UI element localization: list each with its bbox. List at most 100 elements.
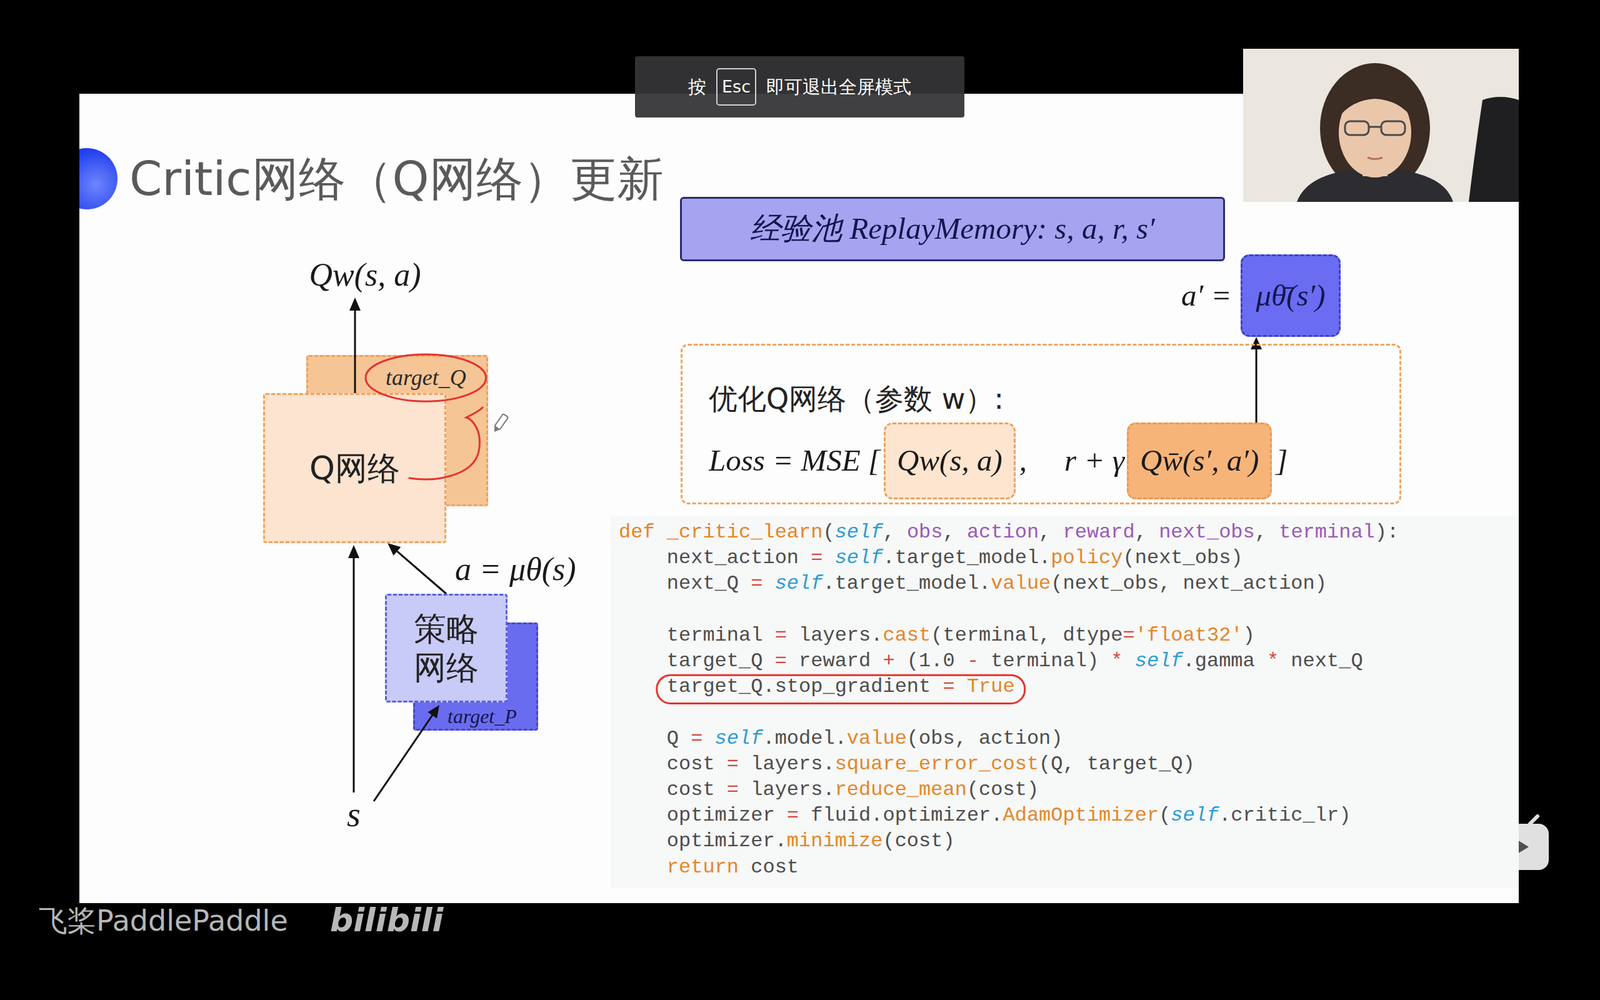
code-token: = xyxy=(726,778,739,802)
code-token: = xyxy=(942,675,955,699)
panel-text: 优化Q网络（参数 w）: xyxy=(708,381,1387,417)
code-token: * xyxy=(1110,649,1123,673)
connector xyxy=(1250,336,1262,423)
code-block: def _critic_learn(self, obs, action, rew… xyxy=(610,515,1519,889)
panel-text: , xyxy=(1019,442,1027,480)
arrow-head xyxy=(1250,336,1262,350)
code-line: terminal = layers.cast(terminal, dtype='… xyxy=(666,622,1255,649)
code-token: self xyxy=(715,726,764,750)
watermark-logo-wrap: bilibili xyxy=(330,900,444,940)
code-token: = xyxy=(810,546,823,570)
webcam-glasses-right xyxy=(1381,121,1405,135)
state-arrow-head xyxy=(348,545,360,559)
player-logo-ear xyxy=(1530,816,1538,824)
code-token: value xyxy=(846,726,907,750)
code-line: optimizer = fluid.optimizer.AdamOptimize… xyxy=(666,802,1352,829)
code-token: * xyxy=(1266,649,1279,673)
policy-network-box: 策略网络 xyxy=(385,593,508,703)
code-token: policy xyxy=(1050,546,1123,570)
webcam-view xyxy=(1243,48,1519,202)
title-bullet xyxy=(79,148,118,210)
panel-text: ] xyxy=(1275,442,1288,480)
panel-text: Loss = MSE [ xyxy=(708,442,880,480)
fullscreen-hint-bar: 按 即可退出全屏模式 Esc xyxy=(635,56,965,118)
code-token: reduce_mean xyxy=(835,778,967,802)
webcam-glasses-left xyxy=(1345,121,1369,135)
code-token: = xyxy=(775,623,787,647)
arrow-head xyxy=(387,543,401,556)
code-token: = xyxy=(750,571,763,595)
network-label: target_P xyxy=(447,705,517,728)
connector-line xyxy=(1255,349,1258,423)
connector-line xyxy=(396,551,447,594)
code-token: = xyxy=(1123,623,1135,647)
webcam-fringe xyxy=(1337,78,1414,120)
code-token: AdamOptimizer xyxy=(1002,803,1159,827)
replay-memory-box: 经验池 ReplayMemory: s, a, r, s′ xyxy=(680,196,1225,262)
edge-label: a = μθ(s) xyxy=(455,550,577,589)
code-token: obs xyxy=(906,520,944,544)
key-text: Esc xyxy=(721,76,751,97)
variable-label-wrap: s xyxy=(346,793,361,836)
code-line: return cost xyxy=(666,854,799,880)
pen-cursor-tip xyxy=(491,426,500,434)
math-label-wrap: a′ = xyxy=(1181,277,1232,315)
math-text: μθ̄(s′) xyxy=(1255,277,1325,315)
hint-text: 按 xyxy=(688,76,707,99)
code-token: square_error_cost xyxy=(835,752,1039,776)
connector xyxy=(387,543,447,594)
code-token: value xyxy=(990,571,1051,595)
target-action-box: μθ̄(s′) xyxy=(1240,254,1341,337)
code-token: self xyxy=(1135,649,1184,673)
webcam-glasses-bridge xyxy=(1368,126,1382,129)
webcam-mouth xyxy=(1367,157,1383,160)
code-token: _critic_learn xyxy=(666,520,824,544)
slide-title: Critic网络（Q网络）更新 xyxy=(129,150,664,207)
network-label: Q网络 xyxy=(309,448,400,488)
code-token: terminal xyxy=(1278,520,1375,544)
code-line: next_Q = self.target_model.value(next_ob… xyxy=(666,570,1327,597)
state-arrow-line xyxy=(353,557,355,793)
code-token: True xyxy=(966,675,1015,699)
code-line: def _critic_learn(self, obs, action, rew… xyxy=(618,519,1399,545)
code-token: 'float32' xyxy=(1135,623,1244,647)
code-token: action xyxy=(966,520,1039,544)
code-line: optimizer.minimize(cost) xyxy=(666,828,955,854)
title-wrap: Critic网络（Q网络）更新 xyxy=(129,150,664,207)
code-token: def xyxy=(618,520,655,544)
pen-cursor-body xyxy=(494,413,509,430)
panel-text: r + γ xyxy=(1064,442,1125,480)
code-token: = xyxy=(726,752,739,776)
code-token: cast xyxy=(882,623,931,647)
loss-panel: 优化Q网络（参数 w）: Loss = MSE [, r + γ] Qw(s, a) Q… xyxy=(680,343,1402,505)
code-line: target_Q.stop_gradient = True xyxy=(666,673,1015,700)
code-line: cost = layers.square_error_cost(Q, targe… xyxy=(666,751,1195,777)
code-line: next_action = self.target_model.policy(n… xyxy=(666,545,1244,571)
webcam-wall xyxy=(1243,48,1519,202)
watermark-wrap: 飞桨PaddlePaddle xyxy=(38,903,289,939)
code-token: minimize xyxy=(786,829,884,853)
hint-text: 即可退出全屏模式 xyxy=(766,76,912,99)
webcam-chair xyxy=(1468,96,1519,202)
code-line: cost = layers.reduce_mean(cost) xyxy=(666,776,1039,803)
code-token: next_obs xyxy=(1158,520,1255,544)
network-label: target_Q xyxy=(385,364,467,392)
code-token: reward xyxy=(1063,520,1135,544)
key-cap: Esc xyxy=(716,68,757,106)
code-token: = xyxy=(786,803,799,827)
code-token: - xyxy=(966,649,979,673)
memory-label: 经验池 ReplayMemory: s, a, r, s′ xyxy=(750,210,1155,248)
code-token: return xyxy=(666,855,739,879)
code-token: self xyxy=(1170,803,1219,827)
code-token: self xyxy=(835,546,884,570)
math-label: Qw(s, a) xyxy=(308,255,421,295)
q-value-box: Qw(s, a) xyxy=(883,422,1016,500)
math-text: Qw̄(s′, a′) xyxy=(1140,442,1259,480)
target-q-value-box: Qw̄(s′, a′) xyxy=(1126,422,1272,500)
output-arrow-head xyxy=(349,297,361,311)
watermark-logo: bilibili xyxy=(330,900,444,940)
network-label: 策略网络 xyxy=(411,609,480,688)
math-label-wrap: Qw(s, a) xyxy=(308,255,421,295)
variable-label: s xyxy=(346,793,361,836)
